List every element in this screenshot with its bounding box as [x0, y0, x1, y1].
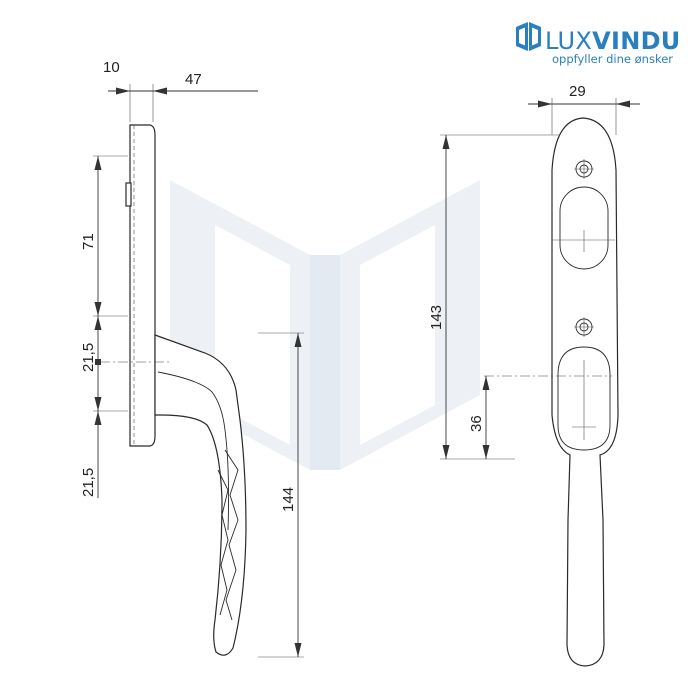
base-plate-side — [129, 124, 156, 447]
brand-name-light: LUX — [545, 27, 592, 55]
brand-name-bold: VINDU — [592, 27, 681, 55]
arrow — [153, 87, 167, 95]
front-dimensions: 29 143 36 — [428, 83, 640, 460]
dim-handle-projection: 47 — [185, 71, 202, 88]
dim-total-height: 143 — [428, 305, 445, 330]
brand-name: LUXVINDU — [545, 27, 681, 55]
dim-spindle-offset-bottom: 21,5 — [80, 468, 97, 497]
arrow — [94, 302, 102, 316]
upper-slot — [559, 186, 609, 270]
base-plate-lug — [125, 182, 132, 207]
dim-base-thickness: 10 — [103, 59, 120, 76]
lower-screw-hole — [574, 317, 594, 337]
brand-logo: LUXVINDU oppfyller dine ønsker — [516, 22, 681, 66]
dim-spindle-offset-top: 21,5 — [80, 343, 97, 372]
lever-boss — [557, 346, 611, 451]
arrow — [294, 333, 302, 347]
handle-front-body — [551, 117, 619, 667]
arrow — [94, 411, 102, 425]
brand-tagline: oppfyller dine ønsker — [552, 52, 673, 66]
arrow — [482, 445, 490, 459]
arrow — [482, 376, 490, 390]
dim-width: 29 — [569, 83, 586, 100]
arrow — [442, 445, 450, 459]
arrow — [94, 316, 102, 330]
window-logo-icon — [516, 22, 541, 51]
side-view — [95, 124, 247, 656]
dim-lever-length: 144 — [280, 487, 297, 512]
lever-side-profile — [154, 334, 247, 656]
arrow — [94, 397, 102, 411]
arrow — [442, 135, 450, 149]
front-view — [484, 117, 619, 667]
arrow — [294, 643, 302, 657]
arrow — [94, 156, 102, 170]
upper-screw-hole — [574, 159, 594, 179]
lever-grip-pattern-inner — [217, 469, 229, 616]
side-dimensions: 10 47 71 21,5 21,5 144 — [80, 59, 304, 658]
arrow — [538, 100, 552, 108]
arrow — [616, 100, 630, 108]
lever-grip-pattern — [224, 449, 239, 621]
dim-upper-screw-offset: 71 — [80, 233, 97, 250]
arrow — [116, 87, 130, 95]
dim-spindle-height: 36 — [468, 415, 485, 432]
lever-side-ridge — [157, 371, 230, 531]
